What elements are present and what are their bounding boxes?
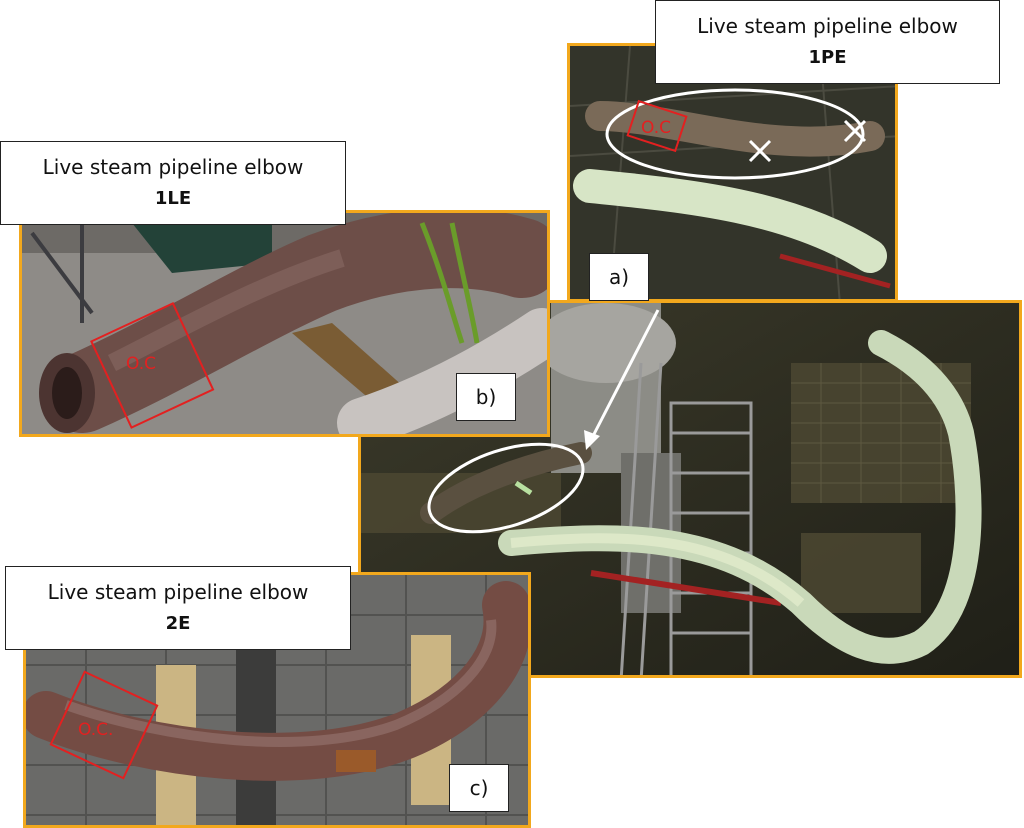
panel-b-code: 1LE (154, 188, 192, 209)
panel-a-title: Live steam pipeline elbow (697, 14, 958, 38)
panel-a-tag: a) (589, 253, 649, 301)
panel-c-caption: Live steam pipeline elbow 2E (5, 566, 351, 650)
panel-c-tag: c) (449, 764, 509, 812)
panel-b-title: Live steam pipeline elbow (42, 155, 304, 179)
connector-arrow (584, 309, 660, 450)
panel-a-oc-box (626, 99, 688, 153)
panel-c-oc-box (49, 670, 159, 780)
panel-c-oc-label: O.C. (78, 720, 113, 740)
panel-c-title: Live steam pipeline elbow (47, 580, 309, 604)
panel-a-photo: O.C (567, 43, 898, 302)
panel-a-code: 1PE (808, 47, 847, 68)
panel-c-code: 2E (165, 613, 191, 634)
panel-b-caption: Live steam pipeline elbow 1LE (0, 141, 346, 225)
panel-a-oc-label: O.C (641, 118, 671, 138)
overview-highlight-ellipse (427, 442, 585, 534)
panel-b-oc-label: O.C (126, 354, 156, 374)
panel-b-oc-box (90, 302, 215, 429)
panel-b-tag: b) (456, 373, 516, 421)
panel-a-caption: Live steam pipeline elbow 1PE (655, 0, 1000, 84)
